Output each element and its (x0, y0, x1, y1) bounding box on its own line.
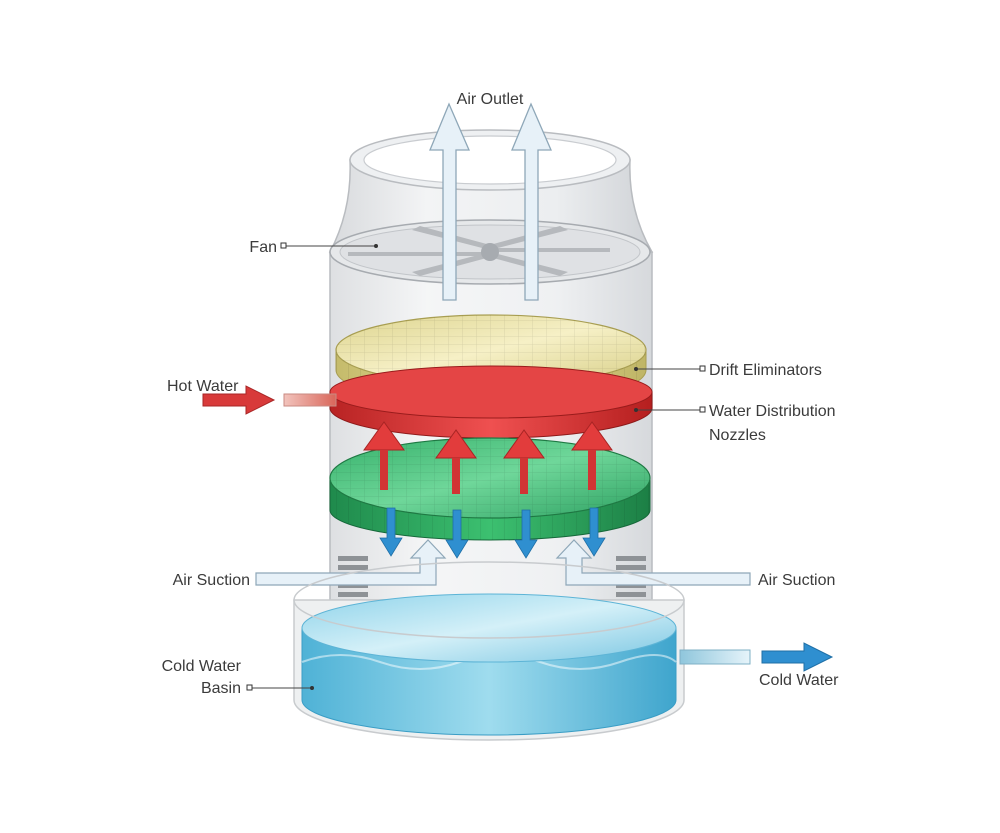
water-distribution (329, 365, 653, 439)
cold-water-basin (293, 561, 685, 741)
hot-water-arrow (202, 385, 276, 415)
air-outlet-arrows (429, 102, 552, 301)
label-water-distribution-line1: Water Distribution (709, 403, 836, 420)
fill-media (329, 437, 651, 541)
falling-water-arrows (379, 507, 606, 559)
nozzle-2 (435, 429, 477, 494)
fan (329, 219, 651, 285)
label-air-outlet: Air Outlet (457, 91, 524, 108)
label-cold-water-basin-line2: Basin (201, 680, 241, 697)
label-cold-water-basin-line1: Cold Water (162, 658, 242, 675)
leader-lines (246, 242, 706, 691)
hot-water-inlet (202, 385, 337, 415)
cold-water-outlet (679, 642, 834, 672)
label-fan: Fan (249, 239, 277, 256)
nozzle-1 (363, 421, 405, 490)
water-drop-arrow-4 (582, 507, 606, 557)
spray-nozzles (363, 421, 613, 494)
air-outlet-arrow-right (511, 102, 552, 301)
label-air-suction-right: Air Suction (758, 572, 835, 589)
water-drop-arrow-3 (514, 509, 538, 559)
labels: Air Outlet Fan Hot Water Drift Eliminato… (162, 91, 840, 697)
nozzle-4 (571, 421, 613, 490)
water-drop-arrow-1 (379, 507, 403, 557)
label-water-distribution-line2: Nozzles (709, 427, 766, 444)
label-hot-water: Hot Water (167, 378, 239, 395)
label-drift-eliminators: Drift Eliminators (709, 362, 822, 379)
air-suction-right-arrow (555, 539, 751, 586)
label-air-suction-left: Air Suction (173, 572, 250, 589)
cold-water-arrow (761, 642, 834, 672)
nozzle-3 (503, 429, 545, 494)
air-suction-left-arrow (255, 539, 447, 586)
water-drop-arrow-2 (445, 509, 469, 559)
air-outlet-arrow-left (429, 102, 470, 301)
air-suction-flow (255, 539, 751, 597)
label-cold-water: Cold Water (759, 672, 839, 689)
